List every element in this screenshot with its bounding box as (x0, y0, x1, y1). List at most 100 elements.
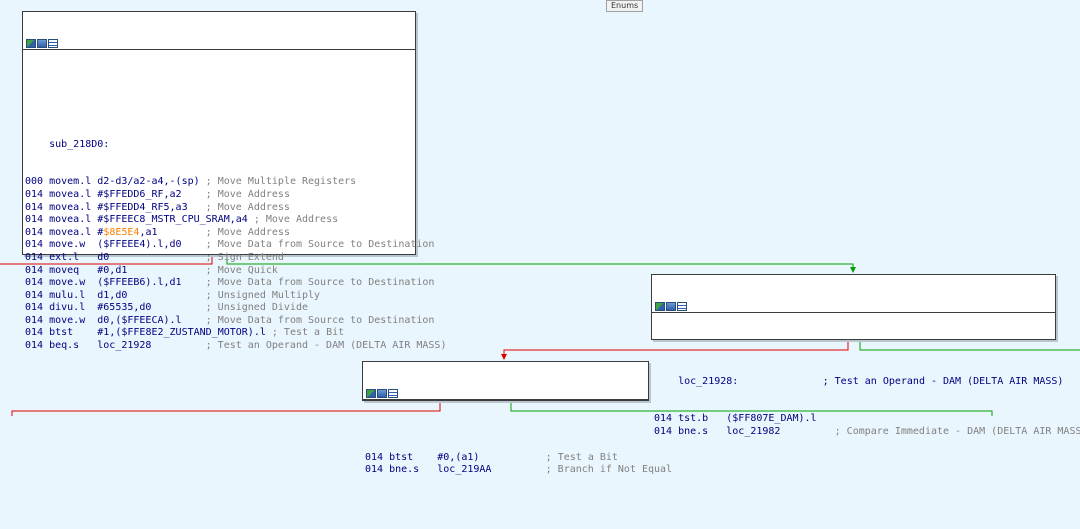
line-address: 014 (365, 451, 384, 463)
list-icon[interactable] (677, 302, 687, 312)
operands-prefix: # (97, 226, 104, 238)
graph-icon[interactable] (366, 389, 376, 399)
code-block-loc-21928[interactable]: loc_21928: ; Test an Operand - DAM (DELT… (651, 274, 1080, 437)
line-address: 014 (25, 226, 44, 238)
operands[interactable]: loc_21928 (97, 340, 152, 352)
instruction-line[interactable]: 014 tst.b ($FF807E_DAM).l (654, 413, 1053, 426)
block-header (652, 300, 1055, 314)
edit-icon[interactable] (377, 389, 387, 399)
instruction-line[interactable]: 014 movea.l #$FFEDD6_RF,a2 ; Move Addres… (25, 189, 413, 202)
line-comment: ; Compare Immediate - DAM (DELTA AIR MAS… (834, 425, 1080, 437)
line-comment: ; Test a Bit (271, 327, 345, 339)
graph-canvas[interactable]: Enums sub_218D0: 000 movem.l d2-d3/a2-a4… (0, 0, 1080, 475)
operand-address-highlight[interactable]: $8E5E4 (103, 226, 140, 238)
operands[interactable]: #$FFEDD4_RF5,a3 (97, 201, 188, 213)
edge-true-block1-arrow (850, 267, 856, 273)
graph-icon[interactable] (26, 39, 36, 49)
mnemonic: divu.l (49, 302, 86, 314)
operands[interactable]: d0,($FFEECA).l (97, 314, 182, 326)
graph-icon[interactable] (655, 302, 665, 312)
mnemonic: moveq (49, 264, 80, 276)
operands[interactable]: loc_21982 (726, 425, 781, 437)
instruction-line[interactable]: 000 movem.l d2-d3/a2-a4,-(sp) ; Move Mul… (25, 176, 413, 189)
instruction-line[interactable]: 014 movea.l #$8E5E4,a1 ; Move Address (25, 227, 413, 240)
operands[interactable]: #$FFEEC8_MSTR_CPU_SRAM,a4 (97, 214, 248, 226)
mnemonic: move.w (49, 239, 86, 251)
mnemonic: movea.l (49, 214, 92, 226)
edge-false-block1 (0, 255, 213, 265)
instruction-line[interactable]: 014 divu.l #65535,d0 ; Unsigned Divide (25, 302, 413, 315)
block-label[interactable]: sub_218D0: (49, 138, 110, 150)
line-address: 014 (25, 302, 44, 314)
line-address: 014 (25, 327, 44, 339)
instruction-line[interactable]: 014 bne.s loc_21982 ; Compare Immediate … (654, 425, 1080, 439)
line-address: 014 (25, 264, 44, 276)
instruction-line[interactable]: 014 movea.l #$FFEDD4_RF5,a3 ; Move Addre… (25, 202, 413, 215)
edge-false-block2-arrow (501, 354, 507, 360)
edge-true-block2 (859, 341, 1080, 351)
instruction-line[interactable]: 014 ext.l d0 ; Sign Extend (25, 252, 413, 265)
edit-icon[interactable] (666, 302, 676, 312)
list-icon[interactable] (388, 389, 398, 399)
line-comment: ; Unsigned Multiply (205, 289, 321, 301)
line-comment: ; Test an Operand - DAM (DELTA AIR MASS) (205, 340, 447, 352)
operands[interactable]: loc_219AA (437, 464, 492, 476)
instruction-line[interactable]: 014 btst #0,(a1) ; Test a Bit (365, 452, 646, 465)
operands[interactable]: ($FFEEE4).l,d0 (97, 239, 182, 251)
edit-icon[interactable] (37, 39, 47, 49)
operands[interactable]: #0,d1 (97, 264, 128, 276)
instruction-line[interactable]: 014 move.w ($FFEEB6).l,d1 ; Move Data fr… (25, 277, 434, 290)
line-address: 014 (654, 425, 673, 437)
line-address: 014 (25, 277, 44, 289)
operands[interactable]: #0,(a1) (437, 451, 480, 463)
list-icon[interactable] (48, 39, 58, 49)
mnemonic: bne.s (678, 425, 709, 437)
code-block-sub-218d0[interactable]: sub_218D0: 000 movem.l d2-d3/a2-a4,-(sp)… (22, 11, 446, 351)
mnemonic: move.w (49, 314, 86, 326)
line-comment: ; Move Multiple Registers (205, 176, 357, 188)
instruction-line[interactable]: 014 movea.l #$FFEEC8_MSTR_CPU_SRAM,a4 ; … (25, 214, 413, 227)
line-comment: ; Move Address (253, 214, 339, 226)
instruction-line[interactable]: 014 bne.s loc_219AA ; Branch if Not Equa… (365, 464, 672, 477)
line-address: 014 (25, 251, 44, 263)
mnemonic: movea.l (49, 201, 92, 213)
line-address: 014 (25, 289, 44, 301)
line-comment: ; Move Address (205, 201, 290, 213)
edge-true-block3 (510, 402, 993, 416)
operands[interactable]: d1,d0 (97, 289, 128, 301)
line-address: 014 (25, 201, 44, 213)
instruction-line[interactable]: 014 beq.s loc_21928 ; Test an Operand - … (25, 340, 446, 353)
instruction-line[interactable]: 014 mulu.l d1,d0 ; Unsigned Multiply (25, 290, 413, 303)
mnemonic: movem.l (49, 176, 92, 188)
mnemonic: btst (389, 451, 414, 463)
line-comment: ; Move Data from Source to Destination (205, 277, 435, 289)
block-label[interactable]: loc_21928: ; Test an Operand - DAM (DELT… (678, 375, 1064, 387)
enums-tab[interactable]: Enums (606, 0, 644, 12)
mnemonic: tst.b (678, 413, 709, 425)
operands[interactable]: d2-d3/a2-a4,-(sp) (97, 176, 200, 188)
operands[interactable]: ($FFEEB6).l,d1 (97, 277, 182, 289)
operands[interactable]: d0 (97, 251, 110, 263)
line-address: 014 (365, 464, 384, 476)
instruction-line[interactable]: 014 moveq #0,d1 ; Move Quick (25, 265, 413, 278)
block-header (23, 37, 415, 51)
mnemonic: beq.s (49, 340, 80, 352)
line-comment: ; Unsigned Divide (205, 302, 308, 314)
mnemonic: move.w (49, 277, 86, 289)
operands[interactable]: #1,($FFE8E2_ZUSTAND_MOTOR).l (97, 327, 266, 339)
operands[interactable]: #65535,d0 (97, 302, 152, 314)
mnemonic: movea.l (49, 188, 92, 200)
line-address: 014 (25, 239, 44, 251)
instruction-line[interactable]: 014 btst #1,($FFE8E2_ZUSTAND_MOTOR).l ; … (25, 327, 413, 340)
operands[interactable]: #$FFEDD6_RF,a2 (97, 188, 182, 200)
line-comment: ; Move Data from Source to Destination (205, 314, 435, 326)
instruction-line[interactable]: 014 move.w ($FFEEE4).l,d0 ; Move Data fr… (25, 239, 434, 252)
operands[interactable]: ($FF807E_DAM).l (726, 413, 817, 425)
line-address: 000 (25, 176, 44, 188)
line-comment: ; Sign Extend (205, 251, 284, 263)
mnemonic: btst (49, 327, 74, 339)
line-comment: ; Branch if Not Equal (545, 464, 673, 476)
line-address: 014 (25, 188, 44, 200)
instruction-line[interactable]: 014 move.w d0,($FFEECA).l ; Move Data fr… (25, 314, 434, 328)
